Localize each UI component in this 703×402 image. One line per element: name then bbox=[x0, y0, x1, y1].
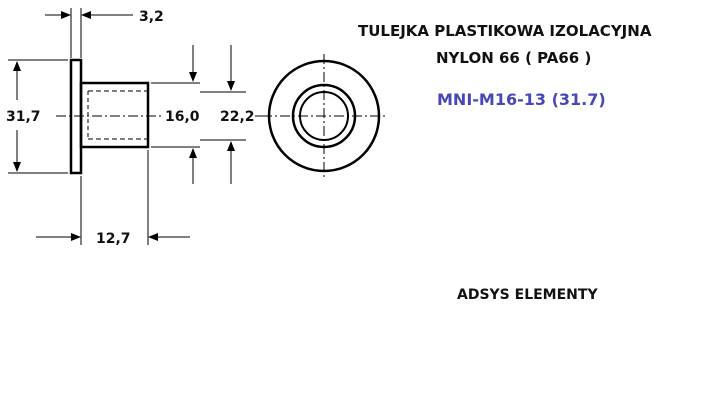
side-view bbox=[56, 58, 162, 175]
dim-flange-diameter-label: 31,7 bbox=[6, 109, 41, 125]
front-view bbox=[262, 54, 386, 178]
dim-flange-thickness-label: 3,2 bbox=[139, 9, 164, 25]
company-name: ADSYS ELEMENTY bbox=[457, 287, 598, 303]
title-line-2: NYLON 66 ( PA66 ) bbox=[436, 49, 592, 67]
dim-body-diameter-label: 16,0 bbox=[165, 109, 200, 125]
dim-body-length bbox=[36, 150, 190, 245]
dim-flange-diameter bbox=[8, 59, 68, 174]
dim-flange-thickness bbox=[45, 8, 133, 58]
body-outline bbox=[79, 81, 150, 149]
dim-inner-diameter-label: 22,2 bbox=[220, 109, 255, 125]
dim-body-diameter bbox=[151, 45, 200, 184]
dim-body-length-label: 12,7 bbox=[96, 231, 131, 247]
part-number: MNI-M16-13 (31.7) bbox=[437, 90, 606, 109]
title-line-1: TULEJKA PLASTIKOWA IZOLACYJNA bbox=[358, 22, 652, 40]
